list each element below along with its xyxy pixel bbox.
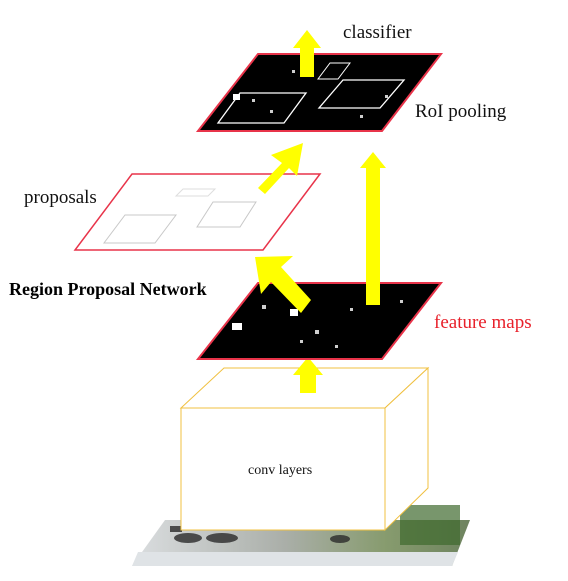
rpn-label: Region Proposal Network xyxy=(9,279,207,299)
feature-map-plane xyxy=(195,282,444,360)
arrow-roi-to-classifier-icon xyxy=(293,30,321,77)
roi-pooling-label: RoI pooling xyxy=(415,101,507,122)
conv-layers-label: conv layers xyxy=(248,463,312,478)
input-image xyxy=(132,505,470,566)
feature-maps-label: feature maps xyxy=(434,312,532,333)
arrow-rpn-icon xyxy=(255,256,311,313)
arrow-feature-to-roi-icon xyxy=(360,152,386,305)
arrow-conv-to-feature-icon xyxy=(293,357,323,393)
proposals-plane xyxy=(73,173,322,251)
classifier-label: classifier xyxy=(343,22,412,43)
roi-pooling-plane xyxy=(195,53,444,132)
arrow-proposals-to-roi-icon xyxy=(258,143,303,194)
proposals-label: proposals xyxy=(24,187,97,208)
